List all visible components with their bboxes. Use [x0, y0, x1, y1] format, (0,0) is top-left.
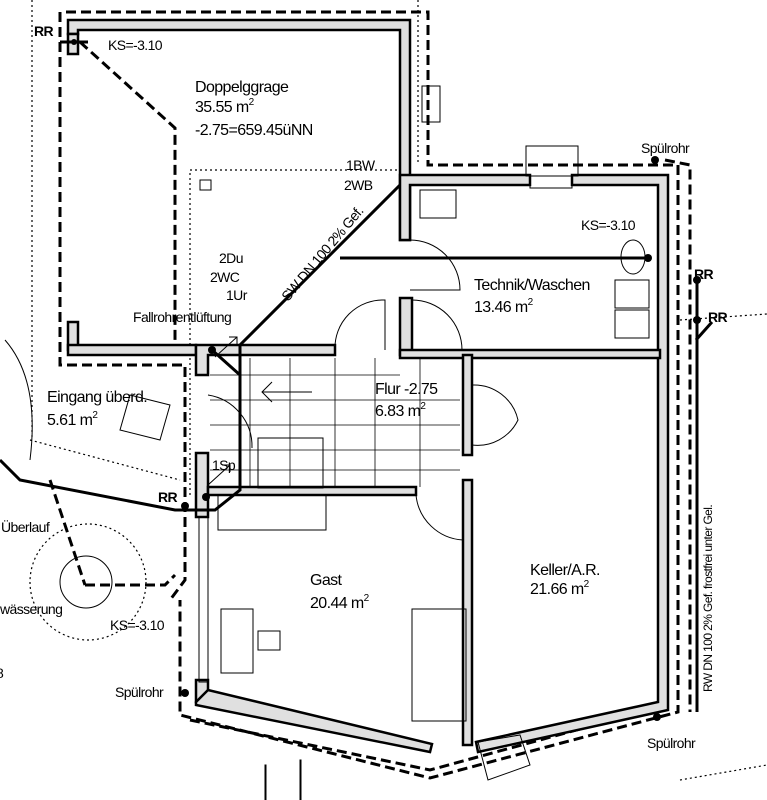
du-label: 2Du [219, 250, 243, 266]
flush-label-north: Spülrohr [641, 140, 690, 156]
garage-walls [66, 18, 441, 357]
rr-label-east-2: RR [708, 309, 728, 325]
site-boundaries [4, 0, 767, 781]
annotations: RR KS=-3.10 1BW 2WB 2Du 2WC 1Ur Fallrohr… [0, 23, 728, 751]
technik-name: Technik/Waschen [474, 277, 590, 294]
garage-area: 35.55 m2 [195, 97, 255, 116]
entrance-area: 5.61 m2 [47, 410, 98, 429]
ks-label-south: KS=-3.10 [110, 617, 165, 633]
overflow-label: Überlauf [1, 518, 50, 535]
room-labels: Doppelggrage 35.55 m2 -2.75=659.45üNN Ei… [47, 79, 600, 612]
cellar-name: Keller/A.R. [530, 562, 600, 579]
flush-label-west: Spülrohr [115, 684, 164, 700]
bw-label: 1BW [346, 157, 376, 173]
ks-label-technik: KS=-3.10 [581, 217, 636, 233]
ks-label: KS=-3.10 [108, 37, 163, 53]
technik-area: 13.46 m2 [474, 297, 534, 316]
drainage-label: wässerung [0, 601, 62, 617]
sw-pipe-label: SW DN 100 2% Gef. [278, 203, 366, 304]
edge-number: 8 [0, 665, 4, 681]
hall-area: 6.83 m2 [375, 401, 426, 420]
vent-label: Fallrohrentlüftung [133, 309, 231, 325]
entrance-name: Eingang überd. [47, 389, 147, 406]
guest-area: 20.44 m2 [310, 593, 370, 612]
rr-label: RR [34, 23, 54, 39]
sp-label: 1Sp [212, 457, 236, 473]
sewer-pipes [0, 39, 714, 800]
garage-level: -2.75=659.45üNN [195, 122, 313, 139]
flush-label-south: Spülrohr [647, 735, 696, 751]
garage-name: Doppelggrage [195, 79, 289, 96]
staircase [210, 358, 460, 489]
wc-label: 2WC [210, 269, 240, 285]
hall-name: Flur -2.75 [375, 381, 438, 398]
guest-name: Gast [310, 572, 343, 589]
wb-label: 2WB [344, 177, 373, 193]
house-walls [194, 145, 670, 781]
rr-label-west: RR [158, 489, 178, 505]
ur-label: 1Ur [226, 287, 248, 303]
rr-label-east-1: RR [694, 266, 714, 282]
cellar-area: 21.66 m2 [530, 579, 590, 598]
rw-pipe-label: RW DN 100 2% Gef. frostfrei unter Gel. [701, 505, 715, 692]
furniture [119, 189, 650, 722]
drain-lines [48, 10, 692, 780]
